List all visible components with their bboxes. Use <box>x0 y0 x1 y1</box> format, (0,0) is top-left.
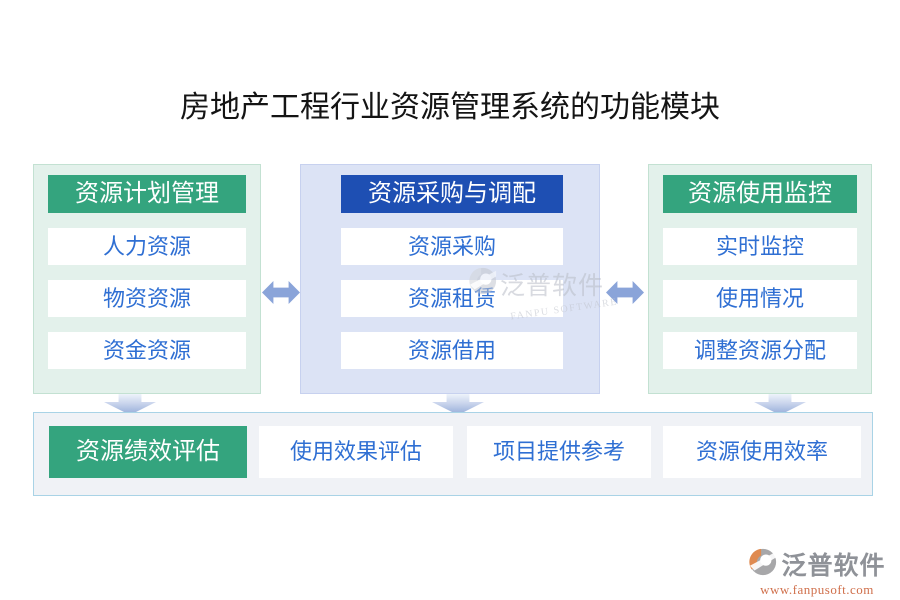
module-item-adjust-allocation: 调整资源分配 <box>663 332 857 369</box>
panel-procurement-allocation: 资源采购与调配 资源采购 资源租赁 资源借用 <box>300 164 600 394</box>
panel-usage-monitoring: 资源使用监控 实时监控 使用情况 调整资源分配 <box>648 164 872 394</box>
module-item-resource-lease: 资源租赁 <box>341 280 563 317</box>
footer-brand-name: 泛普软件 <box>781 553 886 580</box>
fanpu-logo-icon <box>748 547 778 582</box>
performance-evaluation-header: 资源绩效评估 <box>49 426 247 478</box>
module-item-realtime-monitoring: 实时监控 <box>663 228 857 265</box>
usage-monitoring-header: 资源使用监控 <box>663 175 857 213</box>
footer-brand: 泛普软件 www.fanpusoft.com <box>742 546 892 598</box>
module-item-resource-borrow: 资源借用 <box>341 332 563 369</box>
module-item-resource-usage-efficiency: 资源使用效率 <box>663 426 861 478</box>
panel-performance-evaluation: 资源绩效评估 使用效果评估 项目提供参考 资源使用效率 <box>33 412 873 496</box>
procurement-allocation-header: 资源采购与调配 <box>341 175 563 213</box>
footer-website: www.fanpusoft.com <box>760 582 874 597</box>
module-item-usage-effect-evaluation: 使用效果评估 <box>259 426 453 478</box>
module-item-project-reference: 项目提供参考 <box>467 426 651 478</box>
module-item-human-resources: 人力资源 <box>48 228 246 265</box>
module-item-resource-purchase: 资源采购 <box>341 228 563 265</box>
double-arrow-icon <box>262 281 300 304</box>
module-item-material-resources: 物资资源 <box>48 280 246 317</box>
module-item-usage-status: 使用情况 <box>663 280 857 317</box>
panel-resource-planning: 资源计划管理 人力资源 物资资源 资金资源 <box>33 164 261 394</box>
module-item-capital-resources: 资金资源 <box>48 332 246 369</box>
diagram-title: 房地产工程行业资源管理系统的功能模块 <box>180 91 720 124</box>
double-arrow-icon <box>606 281 644 304</box>
resource-planning-header: 资源计划管理 <box>48 175 246 213</box>
